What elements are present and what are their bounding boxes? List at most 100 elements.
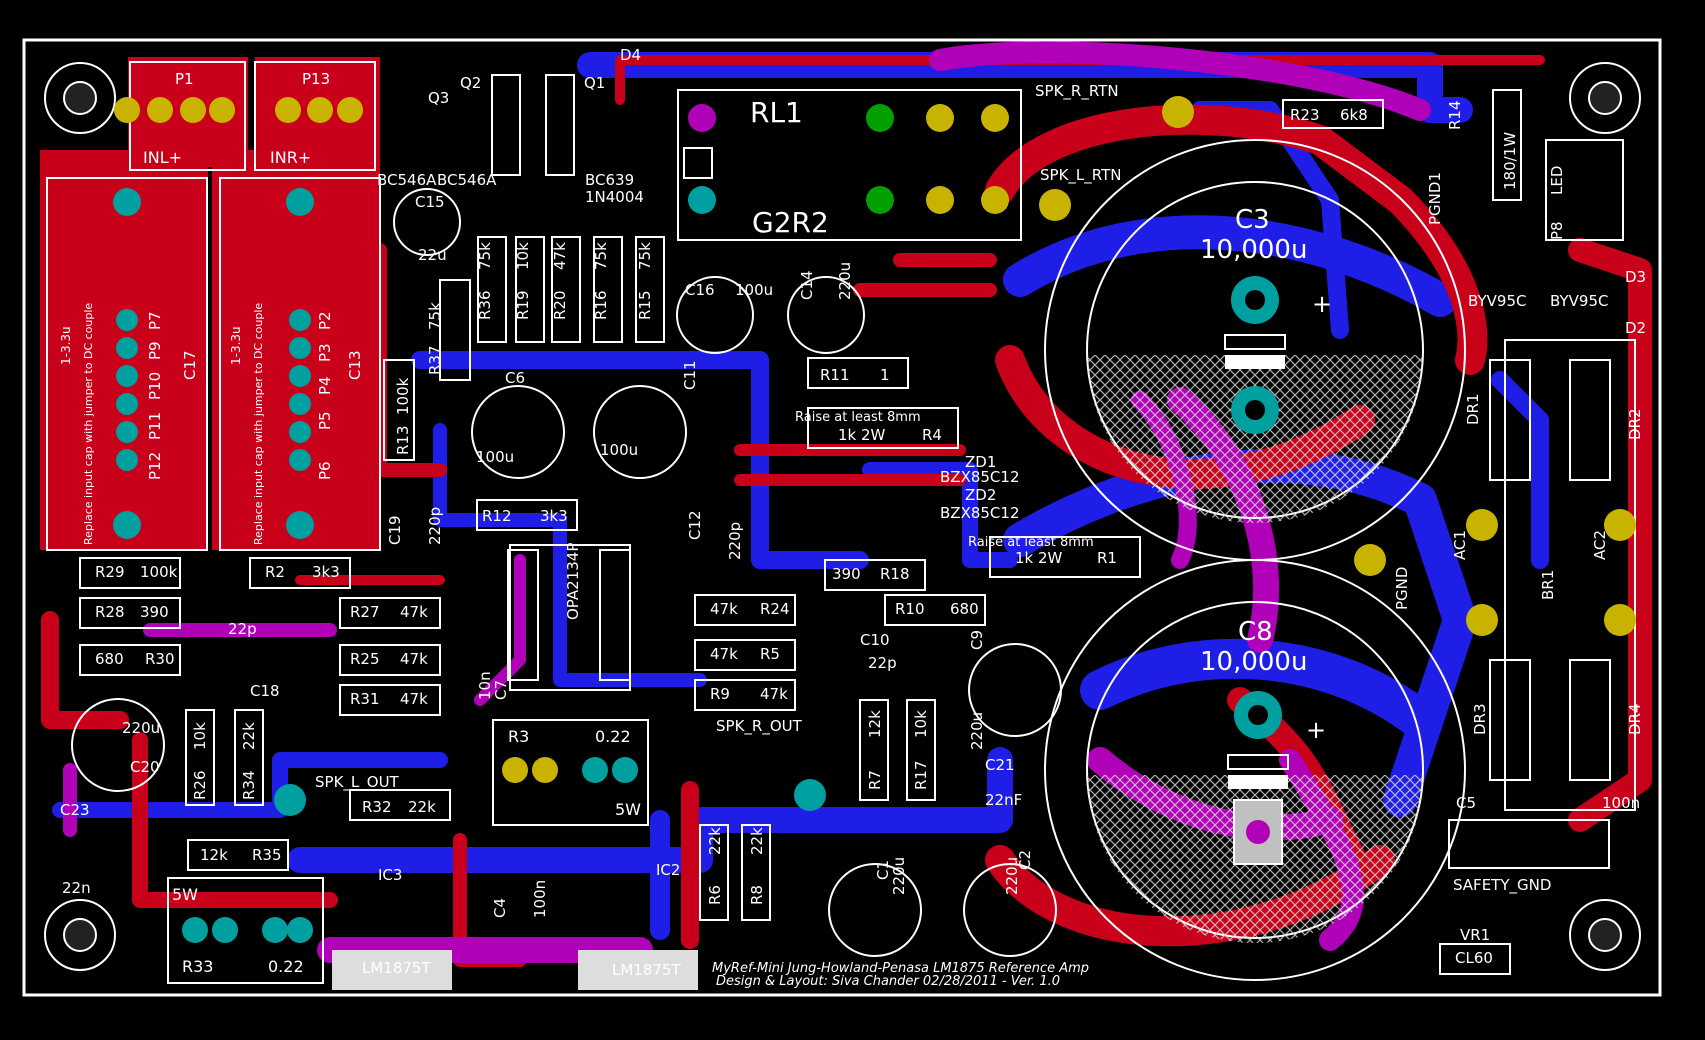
label-r12v: 3k3 [540, 507, 568, 525]
label-pgnd1: PGND1 [1426, 172, 1444, 225]
label-c3: C3 [1235, 205, 1270, 235]
label-bc546a-1: BC546A [377, 171, 437, 189]
label-c9: C9 [968, 630, 986, 650]
board-outline [22, 38, 1662, 997]
label-r31v: 47k [400, 690, 428, 708]
label-r15v: 75k [636, 242, 654, 270]
label-r24v: 47k [710, 600, 738, 618]
label-p12: P12 [146, 452, 164, 480]
label-c4: C4 [491, 898, 509, 918]
label-p7: P7 [146, 311, 164, 330]
label-c17: C17 [181, 350, 199, 380]
label-bc546a-2: BC546A [437, 171, 497, 189]
label-r5: R5 [760, 645, 780, 663]
label-r5v: 47k [710, 645, 738, 663]
label-r13v: 100k [394, 377, 412, 415]
label-r23: R23 [1290, 106, 1320, 124]
label-spk-r-rtn: SPK_R_RTN [1035, 82, 1119, 101]
label-r37: R37 [426, 345, 444, 375]
label-cl60: CL60 [1455, 949, 1493, 967]
label-r30: R30 [145, 650, 175, 668]
label-r26v: 10k [191, 722, 209, 750]
label-spk-l-out: SPK_L_OUT [315, 773, 400, 792]
label-c8v: 10,000u [1200, 647, 1307, 677]
label-c18: C18 [250, 682, 280, 700]
label-r28: R28 [95, 603, 125, 621]
label-r25: R25 [350, 650, 380, 668]
label-c15: C15 [415, 193, 445, 211]
label-d2: D2 [1625, 319, 1646, 337]
label-br1: BR1 [1539, 570, 1557, 600]
label-5w-a: 5W [615, 800, 641, 819]
label-r9v: 47k [760, 685, 788, 703]
label-c23v: 22n [62, 879, 91, 897]
label-r17v: 10k [912, 710, 930, 738]
label-c11: C11 [681, 360, 699, 390]
label-r19: R19 [514, 290, 532, 320]
label-r10: R10 [895, 600, 925, 618]
label-r27: R27 [350, 603, 380, 621]
label-byv2: BYV95C [1550, 292, 1608, 310]
label-dr3: DR3 [1471, 703, 1489, 735]
label-spk-l-rtn: SPK_L_RTN [1040, 166, 1121, 185]
label-p13: P13 [302, 70, 330, 88]
label-c2v: 220u [1003, 857, 1021, 895]
label-c14: C14 [798, 270, 816, 300]
label-r18: R18 [880, 565, 910, 583]
label-r27v: 47k [400, 603, 428, 621]
label-c19: C19 [386, 515, 404, 545]
label-ic3: IC3 [378, 866, 402, 884]
label-jumper-note-r: Replace input cap with jumper to DC coup… [252, 303, 265, 545]
label-r36v: 75k [476, 242, 494, 270]
label-c5: C5 [1456, 794, 1476, 812]
label-r7v: 12k [866, 710, 884, 738]
label-p6: P6 [316, 461, 334, 480]
label-r14v: 180/1W [1501, 132, 1519, 190]
label-r2: R2 [265, 563, 285, 581]
capacitor-c8: + [1044, 559, 1466, 981]
label-c19v: 220p [426, 507, 444, 545]
label-r16: R16 [592, 290, 610, 320]
label-r7: R7 [866, 770, 884, 790]
label-vr1: VR1 [1460, 926, 1490, 944]
label-c5v: 100n [1602, 794, 1640, 812]
label-r29v: 100k [140, 563, 178, 581]
label-c8: C8 [1238, 617, 1273, 647]
label-q1: Q1 [584, 74, 605, 92]
label-c20v: 220u [122, 719, 160, 737]
label-p9: P9 [146, 341, 164, 360]
label-r20: R20 [551, 290, 569, 320]
label-r11v: 1 [880, 366, 890, 384]
small-electrolytic-caps [71, 188, 1062, 957]
label-1n4004: 1N4004 [585, 188, 644, 206]
label-r32: R32 [362, 798, 392, 816]
label-r25v: 47k [400, 650, 428, 668]
label-p8: P8 [1548, 221, 1566, 240]
label-lm1875-2: LM1875T [612, 961, 681, 979]
label-c13: C13 [346, 350, 364, 380]
label-c23: C23 [60, 801, 90, 819]
label-c2: C2 [1016, 850, 1034, 870]
label-c21v: 22nF [985, 791, 1022, 809]
label-r18v: 390 [832, 565, 861, 583]
label-p10: P10 [146, 372, 164, 400]
label-r3v: 0.22 [595, 727, 631, 746]
label-r1: R1 [1097, 549, 1117, 567]
label-d3: D3 [1625, 268, 1646, 286]
label-r28v: 390 [140, 603, 169, 621]
bridge-rectifier [1489, 339, 1636, 811]
label-c12: C12 [686, 510, 704, 540]
label-c18v: 22p [228, 620, 257, 638]
label-bzx1: BZX85C12 [940, 468, 1020, 486]
label-r34: R34 [240, 770, 258, 800]
label-p5: P5 [316, 411, 334, 430]
label-spk-r-out: SPK_R_OUT [716, 717, 803, 736]
label-r10v: 680 [950, 600, 979, 618]
label-lm1875-1: LM1875T [362, 959, 431, 977]
label-c1v: 220u [890, 857, 908, 895]
label-raise-1: Raise at least 8mm [795, 410, 921, 425]
label-dr2: DR2 [1626, 408, 1644, 440]
label-c10v: 22p [868, 654, 897, 672]
label-pgnd: PGND [1393, 567, 1411, 610]
